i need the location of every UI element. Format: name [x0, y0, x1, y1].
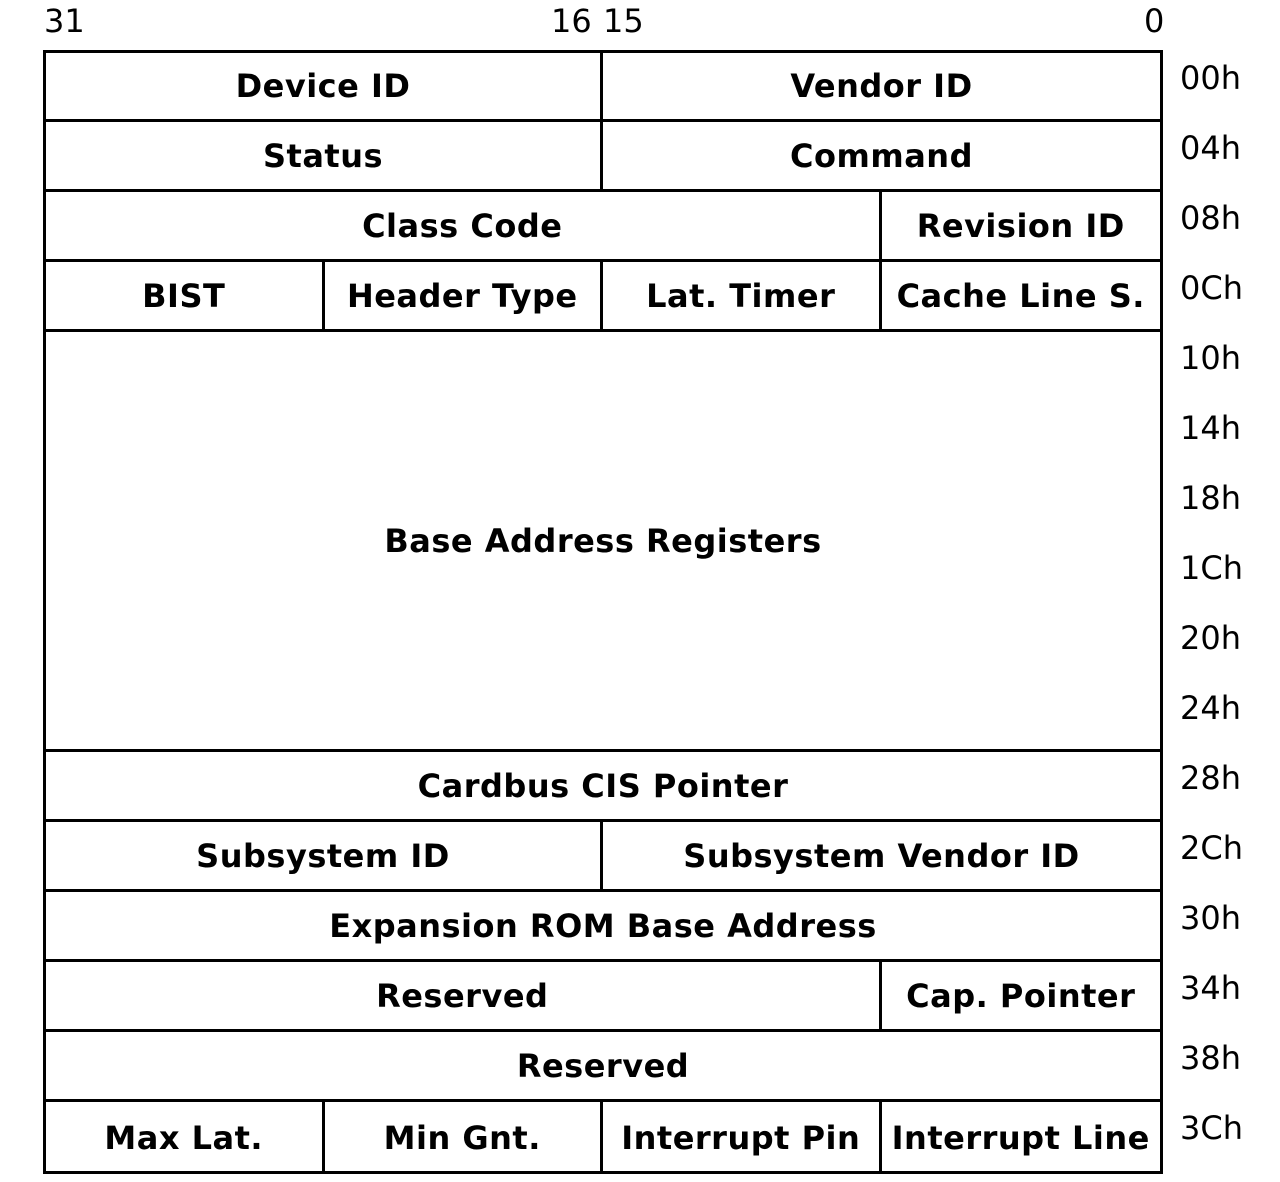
pci-config-header-table: Device ID Vendor ID Status Command Class… — [43, 50, 1163, 1174]
field-latency-timer: Lat. Timer — [603, 262, 882, 329]
field-subsystem-vendor-id: Subsystem Vendor ID — [683, 836, 1080, 875]
offset-label: 3Ch — [1180, 1109, 1243, 1147]
field-device-id: Device ID — [46, 53, 603, 119]
register-row-30h: Expansion ROM Base Address — [46, 892, 1160, 962]
field-reserved-34h: Reserved — [46, 962, 882, 1029]
offset-label: 00h — [1180, 59, 1241, 97]
field-interrupt-line: Interrupt Line — [891, 1118, 1150, 1157]
register-row-34h: Reserved Cap. Pointer — [46, 962, 1160, 1032]
offset-column: 00h 04h 08h 0Ch 10h 14h 18h 1Ch 20h 24h … — [1180, 58, 1280, 1178]
offset-label: 28h — [1180, 759, 1241, 797]
register-row-08h: Class Code Revision ID — [46, 192, 1160, 262]
bit-label-16: 16 — [551, 2, 592, 40]
register-row-38h: Reserved — [46, 1032, 1160, 1102]
field-vendor-id: Vendor ID — [790, 67, 973, 105]
field-subsystem-id: Subsystem ID — [46, 822, 603, 889]
register-row-00h: Device ID Vendor ID — [46, 53, 1160, 122]
offset-label: 08h — [1180, 199, 1241, 237]
field-max-latency: Max Lat. — [46, 1102, 325, 1173]
bit-label-15: 15 — [603, 2, 644, 40]
register-row-0ch: BIST Header Type Lat. Timer Cache Line S… — [46, 262, 1160, 332]
offset-label: 0Ch — [1180, 269, 1243, 307]
field-expansion-rom-base-address: Expansion ROM Base Address — [329, 906, 877, 945]
offset-label: 24h — [1180, 689, 1241, 727]
register-row-3ch: Max Lat. Min Gnt. Interrupt Pin Interrup… — [46, 1102, 1160, 1173]
field-reserved-38h: Reserved — [516, 1046, 690, 1085]
field-cardbus-cis-pointer: Cardbus CIS Pointer — [417, 766, 789, 805]
field-class-code: Class Code — [46, 192, 882, 259]
field-interrupt-pin: Interrupt Pin — [603, 1102, 882, 1173]
field-bist: BIST — [46, 262, 325, 329]
offset-label: 34h — [1180, 969, 1241, 1007]
offset-label: 04h — [1180, 129, 1241, 167]
offset-label: 2Ch — [1180, 829, 1243, 867]
field-header-type: Header Type — [325, 262, 603, 329]
bit-label-0: 0 — [1144, 2, 1165, 40]
register-row-28h: Cardbus CIS Pointer — [46, 752, 1160, 822]
register-row-10h-24h: Base Address Registers — [46, 332, 1160, 752]
field-capabilities-pointer: Cap. Pointer — [906, 976, 1136, 1015]
offset-label: 18h — [1180, 479, 1241, 517]
field-revision-id: Revision ID — [916, 206, 1125, 245]
offset-label: 20h — [1180, 619, 1241, 657]
offset-label: 10h — [1180, 339, 1241, 377]
register-row-2ch: Subsystem ID Subsystem Vendor ID — [46, 822, 1160, 892]
field-cache-line-size: Cache Line S. — [896, 276, 1145, 315]
bit-label-31: 31 — [44, 2, 85, 40]
field-command: Command — [790, 136, 973, 175]
field-status: Status — [46, 122, 603, 189]
offset-label: 30h — [1180, 899, 1241, 937]
register-row-04h: Status Command — [46, 122, 1160, 192]
offset-label: 14h — [1180, 409, 1241, 447]
offset-label: 38h — [1180, 1039, 1241, 1077]
field-base-address-registers: Base Address Registers — [384, 521, 822, 560]
offset-label: 1Ch — [1180, 549, 1243, 587]
field-min-grant: Min Gnt. — [325, 1102, 603, 1173]
